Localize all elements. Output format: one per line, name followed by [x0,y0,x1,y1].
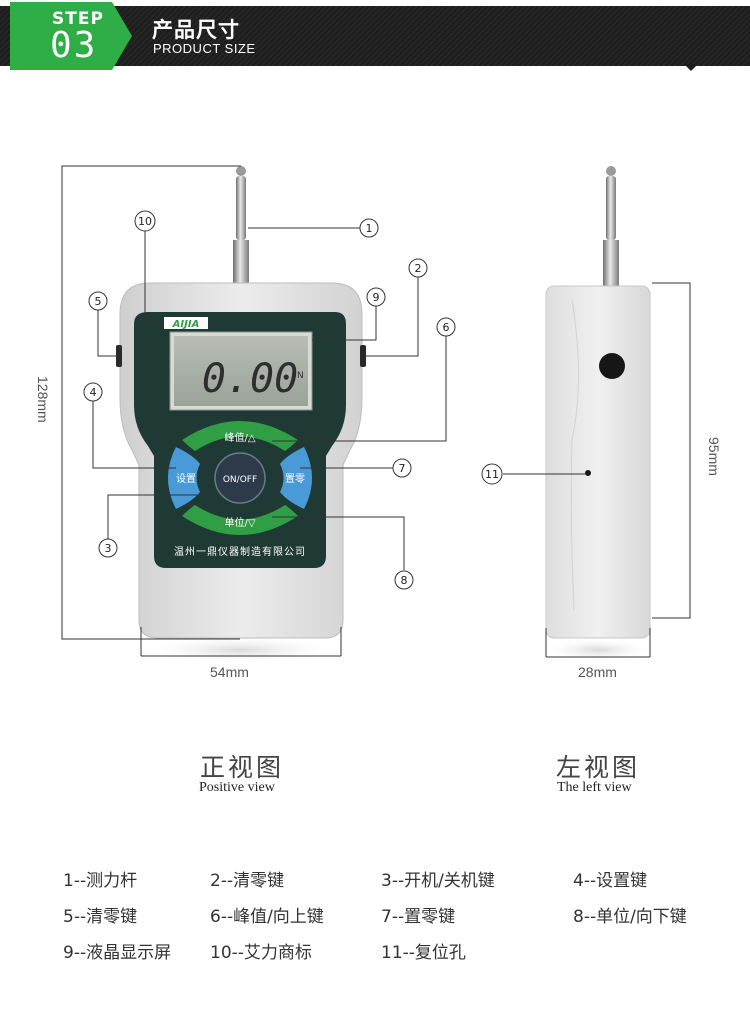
svg-text:单位/▽: 单位/▽ [224,516,255,529]
legend-item: 5--清零键 [63,907,138,927]
callout-8: 8 [394,570,414,590]
svg-text:峰值/△: 峰值/△ [224,431,255,444]
callout-2: 2 [408,258,428,278]
front-callout-leaders [92,227,447,570]
callout-6: 6 [436,317,456,337]
svg-text:AIJIA: AIJIA [172,319,200,330]
svg-text:11: 11 [485,468,499,481]
side-body [545,285,651,639]
unit-down-key[interactable] [182,505,298,535]
legend-item: 4--设置键 [573,871,648,891]
dimension-width-front: 54mm [210,664,249,680]
side-dimension-lines [503,282,691,658]
brand-logo: AIJIA [164,317,208,330]
svg-text:ON/OFF: ON/OFF [223,475,257,485]
side-button-right [360,345,366,367]
step-badge: STEP 03 [10,2,132,70]
dimension-height-front: 128mm [35,376,51,423]
legend-item: 7--置零键 [381,907,456,927]
keypad: 峰值/△ 设置 置零 单位/▽ ON/OFF [168,421,312,535]
left-view-title: 左视图 [556,753,641,782]
svg-text:设置: 设置 [176,473,196,485]
svg-text:5: 5 [95,295,102,308]
lcd-screen: 0.00 N [169,331,313,411]
dimension-width-side: 28mm [578,664,617,680]
svg-text:9: 9 [373,291,380,304]
front-view: AIJIA 0.00 N 峰值/△ 设置 置零 单位/▽ ON/OFF [116,166,366,664]
left-view [542,166,654,662]
reset-hole [585,470,591,476]
section-title: 产品尺寸 [152,18,240,42]
side-button-left [116,345,122,367]
callout-markers: 1 2 3 4 5 6 7 8 9 10 11 [83,210,503,590]
svg-text:3: 3 [105,542,112,555]
step-number: 03 [50,25,98,66]
legend-item: 11--复位孔 [381,943,466,963]
dimension-height-side: 95mm [706,437,722,476]
force-rod [233,166,249,286]
svg-text:6: 6 [443,321,450,334]
legend-item: 2--清零键 [210,871,285,891]
power-key[interactable] [214,452,266,504]
zero-key[interactable] [280,447,312,509]
callout-7: 7 [392,458,412,478]
side-button [599,353,625,379]
front-view-title: 正视图 [200,753,285,782]
callout-5: 5 [88,291,108,311]
maker-label: 温州一鼎仪器制造有限公司 [174,545,306,558]
peak-up-key[interactable] [182,421,298,451]
legend-item: 3--开机/关机键 [381,871,495,891]
callout-11: 11 [481,463,503,485]
header-notch [684,64,698,71]
lcd-unit: N [297,371,304,381]
front-dimension-lines [61,165,342,657]
svg-text:1: 1 [366,222,373,235]
svg-text:7: 7 [399,462,406,475]
callout-1: 1 [359,218,379,238]
section-subtitle: PRODUCT SIZE [153,41,256,56]
legend-item: 1--测力杆 [63,871,138,891]
callout-3: 3 [98,538,118,558]
callout-10: 10 [134,210,156,232]
set-key[interactable] [168,447,200,509]
side-force-rod [603,166,619,288]
legend-item: 8--单位/向下键 [573,907,687,927]
svg-text:10: 10 [138,215,152,228]
product-drawing: AIJIA 0.00 N 峰值/△ 设置 置零 单位/▽ ON/OFF [61,165,691,664]
callout-9: 9 [366,287,386,307]
left-view-subtitle: The left view [557,780,632,795]
front-view-subtitle: Positive view [199,780,275,795]
svg-text:4: 4 [90,386,97,399]
svg-text:8: 8 [401,574,408,587]
legend-item: 6--峰值/向上键 [210,907,324,927]
callout-4: 4 [83,382,103,402]
legend-item: 10--艾力商标 [210,943,312,963]
svg-text:2: 2 [415,262,422,275]
lcd-reading: 0.00 [202,356,298,402]
section-header: STEP 03 产品尺寸 PRODUCT SIZE [0,0,750,72]
legend-item: 9--液晶显示屏 [63,943,172,963]
step-word: STEP [52,9,104,29]
svg-text:置零: 置零 [285,473,305,485]
